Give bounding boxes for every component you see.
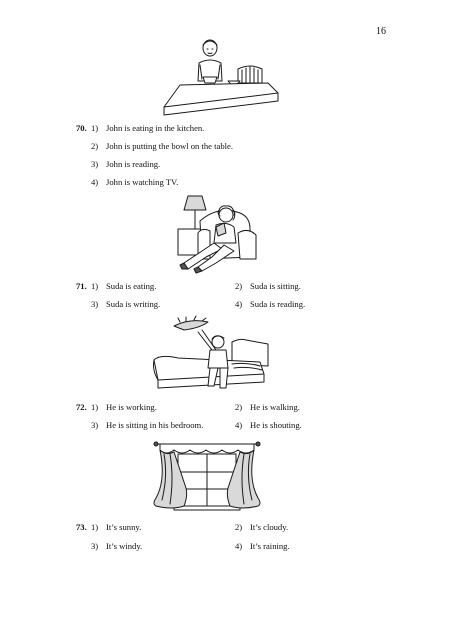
option-number: 2): [235, 281, 243, 291]
option-text: He is working.: [106, 402, 157, 412]
option-number: 2): [235, 522, 243, 532]
option-number: 3): [91, 420, 99, 430]
option-text: It’s sunny.: [106, 522, 142, 532]
man-on-bed-illustration: [153, 315, 269, 389]
option-number: 4): [235, 541, 243, 551]
option-text: It’s windy.: [106, 541, 143, 551]
option-number: 1): [91, 123, 99, 133]
question-number: 71.: [76, 281, 87, 291]
question-number: 70.: [76, 123, 87, 133]
page-number: 16: [376, 26, 386, 37]
option-text: It’s raining.: [250, 541, 290, 551]
option-text: Suda is writing.: [106, 299, 161, 309]
question-number: 72.: [76, 402, 87, 412]
option-number: 4): [235, 420, 243, 430]
option-number: 3): [91, 299, 99, 309]
boy-at-table-illustration: [163, 39, 279, 116]
option-text: He is shouting.: [250, 420, 302, 430]
option-text: John is putting the bowl on the table.: [106, 141, 233, 151]
option-text: He is sitting in his bedroom.: [106, 420, 204, 430]
option-text: John is watching TV.: [106, 177, 179, 187]
option-text: John is eating in the kitchen.: [106, 123, 205, 133]
option-text: Suda is sitting.: [250, 281, 301, 291]
option-text: It’s cloudy.: [250, 522, 289, 532]
question-number: 73.: [76, 522, 87, 532]
option-number: 1): [91, 522, 99, 532]
woman-in-armchair-illustration: [177, 195, 257, 274]
option-number: 1): [91, 281, 99, 291]
window-with-curtains-illustration: [153, 441, 261, 511]
option-text: John is reading.: [106, 159, 161, 169]
option-text: He is walking.: [250, 402, 300, 412]
option-number: 2): [91, 141, 99, 151]
option-number: 1): [91, 402, 99, 412]
option-number: 3): [91, 159, 99, 169]
option-number: 4): [91, 177, 99, 187]
option-number: 4): [235, 299, 243, 309]
option-text: Suda is eating.: [106, 281, 157, 291]
option-text: Suda is reading.: [250, 299, 306, 309]
option-number: 3): [91, 541, 99, 551]
option-number: 2): [235, 402, 243, 412]
